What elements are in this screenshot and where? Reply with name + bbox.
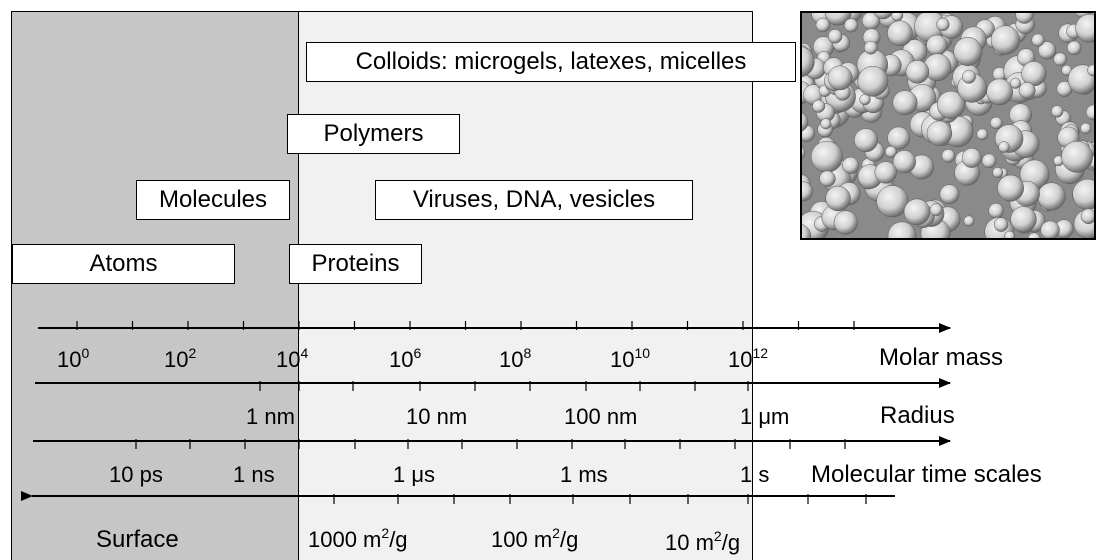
time-label-1s: 1 s bbox=[740, 462, 769, 487]
time-label-1us: 1 μs bbox=[393, 462, 435, 487]
radius-axis-name: Radius bbox=[880, 402, 955, 429]
surface-axis: Surface 1000 m2/g 100 m2/g 10 m2/g bbox=[32, 494, 895, 555]
molar-mass-label-1e12: 1012 bbox=[728, 345, 768, 372]
molar-mass-label-1e10: 1010 bbox=[610, 345, 650, 372]
radius-label-1nm: 1 nm bbox=[246, 404, 295, 429]
time-axis-name: Molecular time scales bbox=[811, 461, 1042, 488]
time-label-10ps: 10 ps bbox=[109, 462, 163, 487]
molar-mass-label-1e0: 100 bbox=[57, 345, 89, 372]
molar-mass-axis-name: Molar mass bbox=[879, 344, 1003, 371]
time-scale-axis: 10 ps 1 ns 1 μs 1 ms 1 s Molecular time … bbox=[33, 439, 1042, 488]
radius-axis: 1 nm 10 nm 100 nm 1 μm Radius bbox=[35, 381, 955, 429]
molar-mass-label-1e4: 104 bbox=[276, 345, 308, 372]
time-label-1ns: 1 ns bbox=[233, 462, 275, 487]
molar-mass-label-1e6: 106 bbox=[389, 345, 421, 372]
molar-mass-label-1e2: 102 bbox=[164, 345, 196, 372]
surface-label-1000: 1000 m2/g bbox=[308, 525, 408, 552]
surface-axis-name: Surface bbox=[96, 526, 179, 553]
molar-mass-axis: 100 102 104 106 108 1010 1012 Molar mass bbox=[38, 321, 1003, 372]
surface-label-100: 100 m2/g bbox=[491, 525, 578, 552]
time-label-1ms: 1 ms bbox=[560, 462, 608, 487]
molar-mass-label-1e8: 108 bbox=[499, 345, 531, 372]
radius-label-1um: 1 μm bbox=[740, 404, 789, 429]
radius-label-10nm: 10 nm bbox=[406, 404, 467, 429]
radius-label-100nm: 100 nm bbox=[564, 404, 637, 429]
surface-label-10: 10 m2/g bbox=[665, 528, 740, 555]
